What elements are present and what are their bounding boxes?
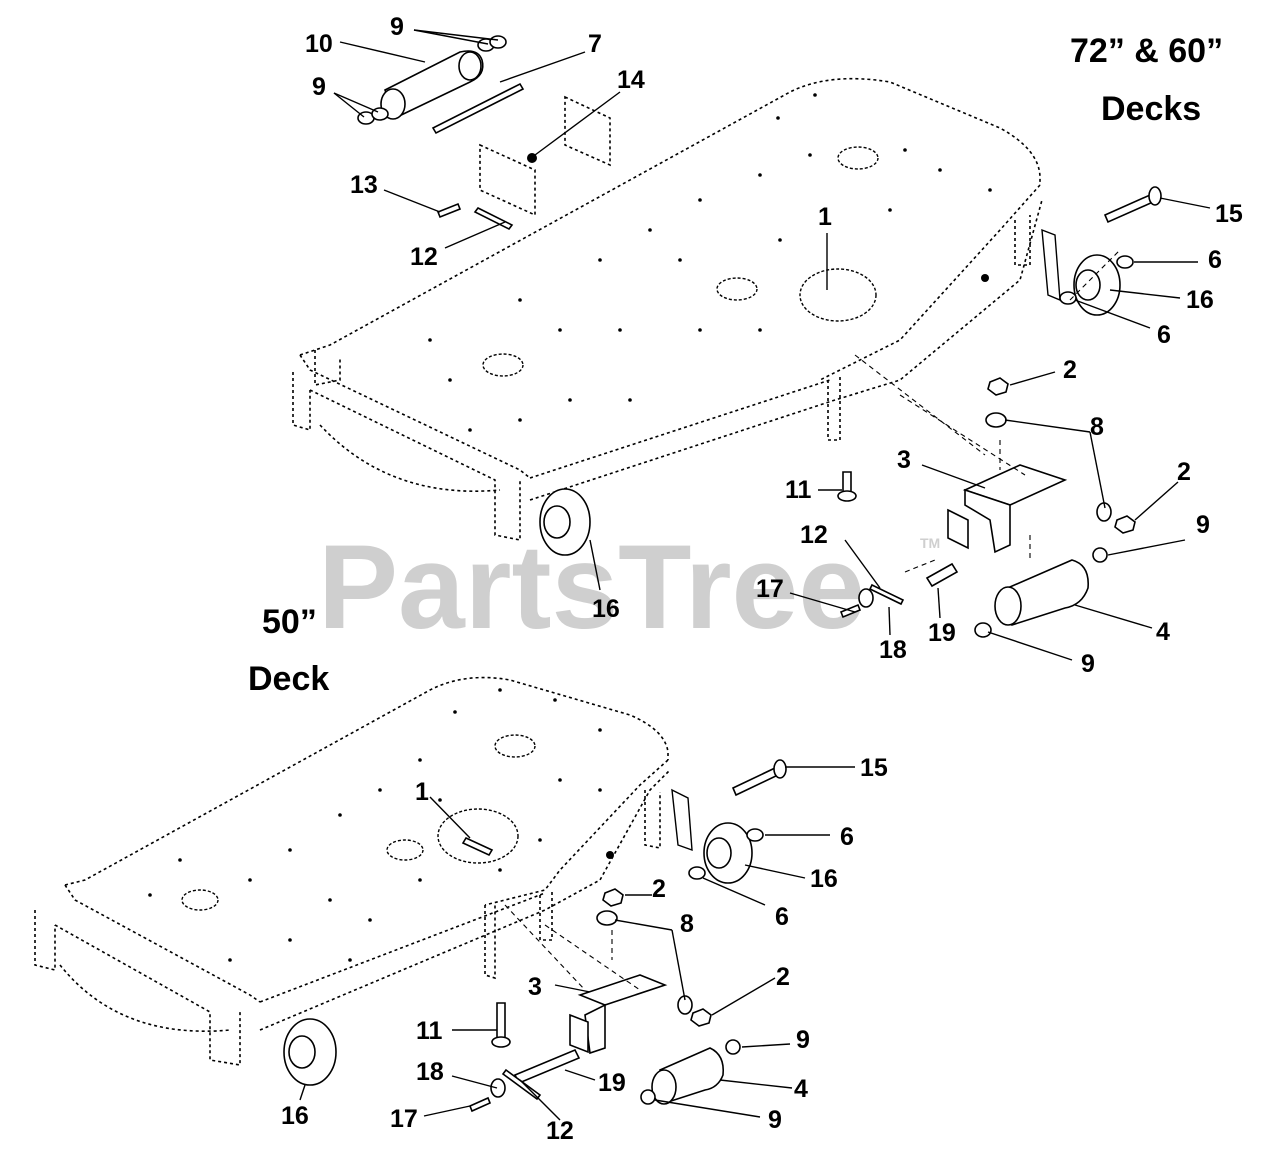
- lower-deck-drawing: [34, 676, 787, 1086]
- upper-roller-assembly: [357, 35, 611, 231]
- upper-section-title-line2: Decks: [1101, 90, 1201, 128]
- callout-2: 2: [1177, 458, 1191, 486]
- lower-section-title-line1: 50”: [262, 603, 317, 641]
- lower-callouts: 15 1 6 16 2 6 8 3 2 11 9 18 19 4 16 17 1…: [281, 754, 888, 1145]
- callout-17: 17: [390, 1105, 418, 1133]
- callout-6: 6: [1157, 321, 1171, 349]
- callout-16: 16: [281, 1102, 309, 1130]
- callout-8: 8: [1090, 413, 1104, 441]
- callout-9: 9: [768, 1106, 782, 1134]
- callout-2: 2: [652, 875, 666, 903]
- lower-leader-lines: [299, 766, 855, 1121]
- callout-3: 3: [897, 446, 911, 474]
- callout-11: 11: [785, 476, 812, 504]
- upper-leader-lines: [333, 29, 1211, 661]
- upper-section-title-line1: 72” & 60”: [1070, 32, 1223, 70]
- upper-callouts: 9 10 7 9 14 13 12 1 15 6 16 6 2 8 3 2 11…: [305, 13, 1243, 678]
- callout-9: 9: [796, 1026, 810, 1054]
- watermark-tm: TM: [920, 535, 940, 551]
- callout-18: 18: [879, 636, 907, 664]
- callout-7: 7: [588, 30, 602, 58]
- upper-deck-drawing: [292, 77, 1162, 556]
- callout-12: 12: [546, 1117, 574, 1145]
- callout-2: 2: [1063, 356, 1077, 384]
- callout-12: 12: [410, 243, 438, 271]
- callout-1: 1: [415, 778, 429, 806]
- callout-16: 16: [810, 865, 838, 893]
- callout-19: 19: [928, 619, 956, 647]
- callout-16: 16: [1186, 286, 1214, 314]
- callout-16: 16: [592, 595, 620, 623]
- callout-11: 11: [416, 1017, 443, 1045]
- callout-9: 9: [1196, 511, 1210, 539]
- lower-roller-bracket: [468, 888, 741, 1113]
- callout-9: 9: [1081, 650, 1095, 678]
- callout-15: 15: [1215, 200, 1243, 228]
- callout-9: 9: [312, 73, 326, 101]
- callout-14: 14: [617, 66, 645, 94]
- callout-6: 6: [1208, 246, 1222, 274]
- callout-3: 3: [528, 973, 542, 1001]
- callout-6: 6: [840, 823, 854, 851]
- callout-2: 2: [776, 963, 790, 991]
- callout-17: 17: [756, 575, 784, 603]
- watermark: PartsTree: [318, 520, 865, 654]
- lower-section-title-line2: Deck: [248, 660, 329, 698]
- callout-12: 12: [800, 521, 828, 549]
- callout-15: 15: [860, 754, 888, 782]
- callout-9: 9: [390, 13, 404, 41]
- callout-13: 13: [350, 171, 378, 199]
- callout-8: 8: [680, 910, 694, 938]
- upper-roller-bracket: [837, 249, 1136, 638]
- callout-18: 18: [416, 1058, 444, 1086]
- callout-4: 4: [1156, 618, 1170, 646]
- callout-10: 10: [305, 30, 333, 58]
- callout-1: 1: [818, 203, 832, 231]
- callout-4: 4: [794, 1075, 808, 1103]
- callout-6: 6: [775, 903, 789, 931]
- callout-19: 19: [598, 1069, 626, 1097]
